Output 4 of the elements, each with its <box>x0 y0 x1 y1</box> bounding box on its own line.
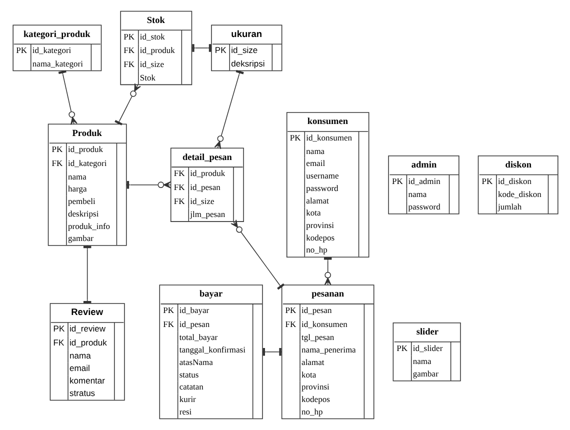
connector <box>214 70 244 150</box>
connector <box>230 220 284 290</box>
connector <box>114 83 140 126</box>
connector <box>58 70 77 126</box>
